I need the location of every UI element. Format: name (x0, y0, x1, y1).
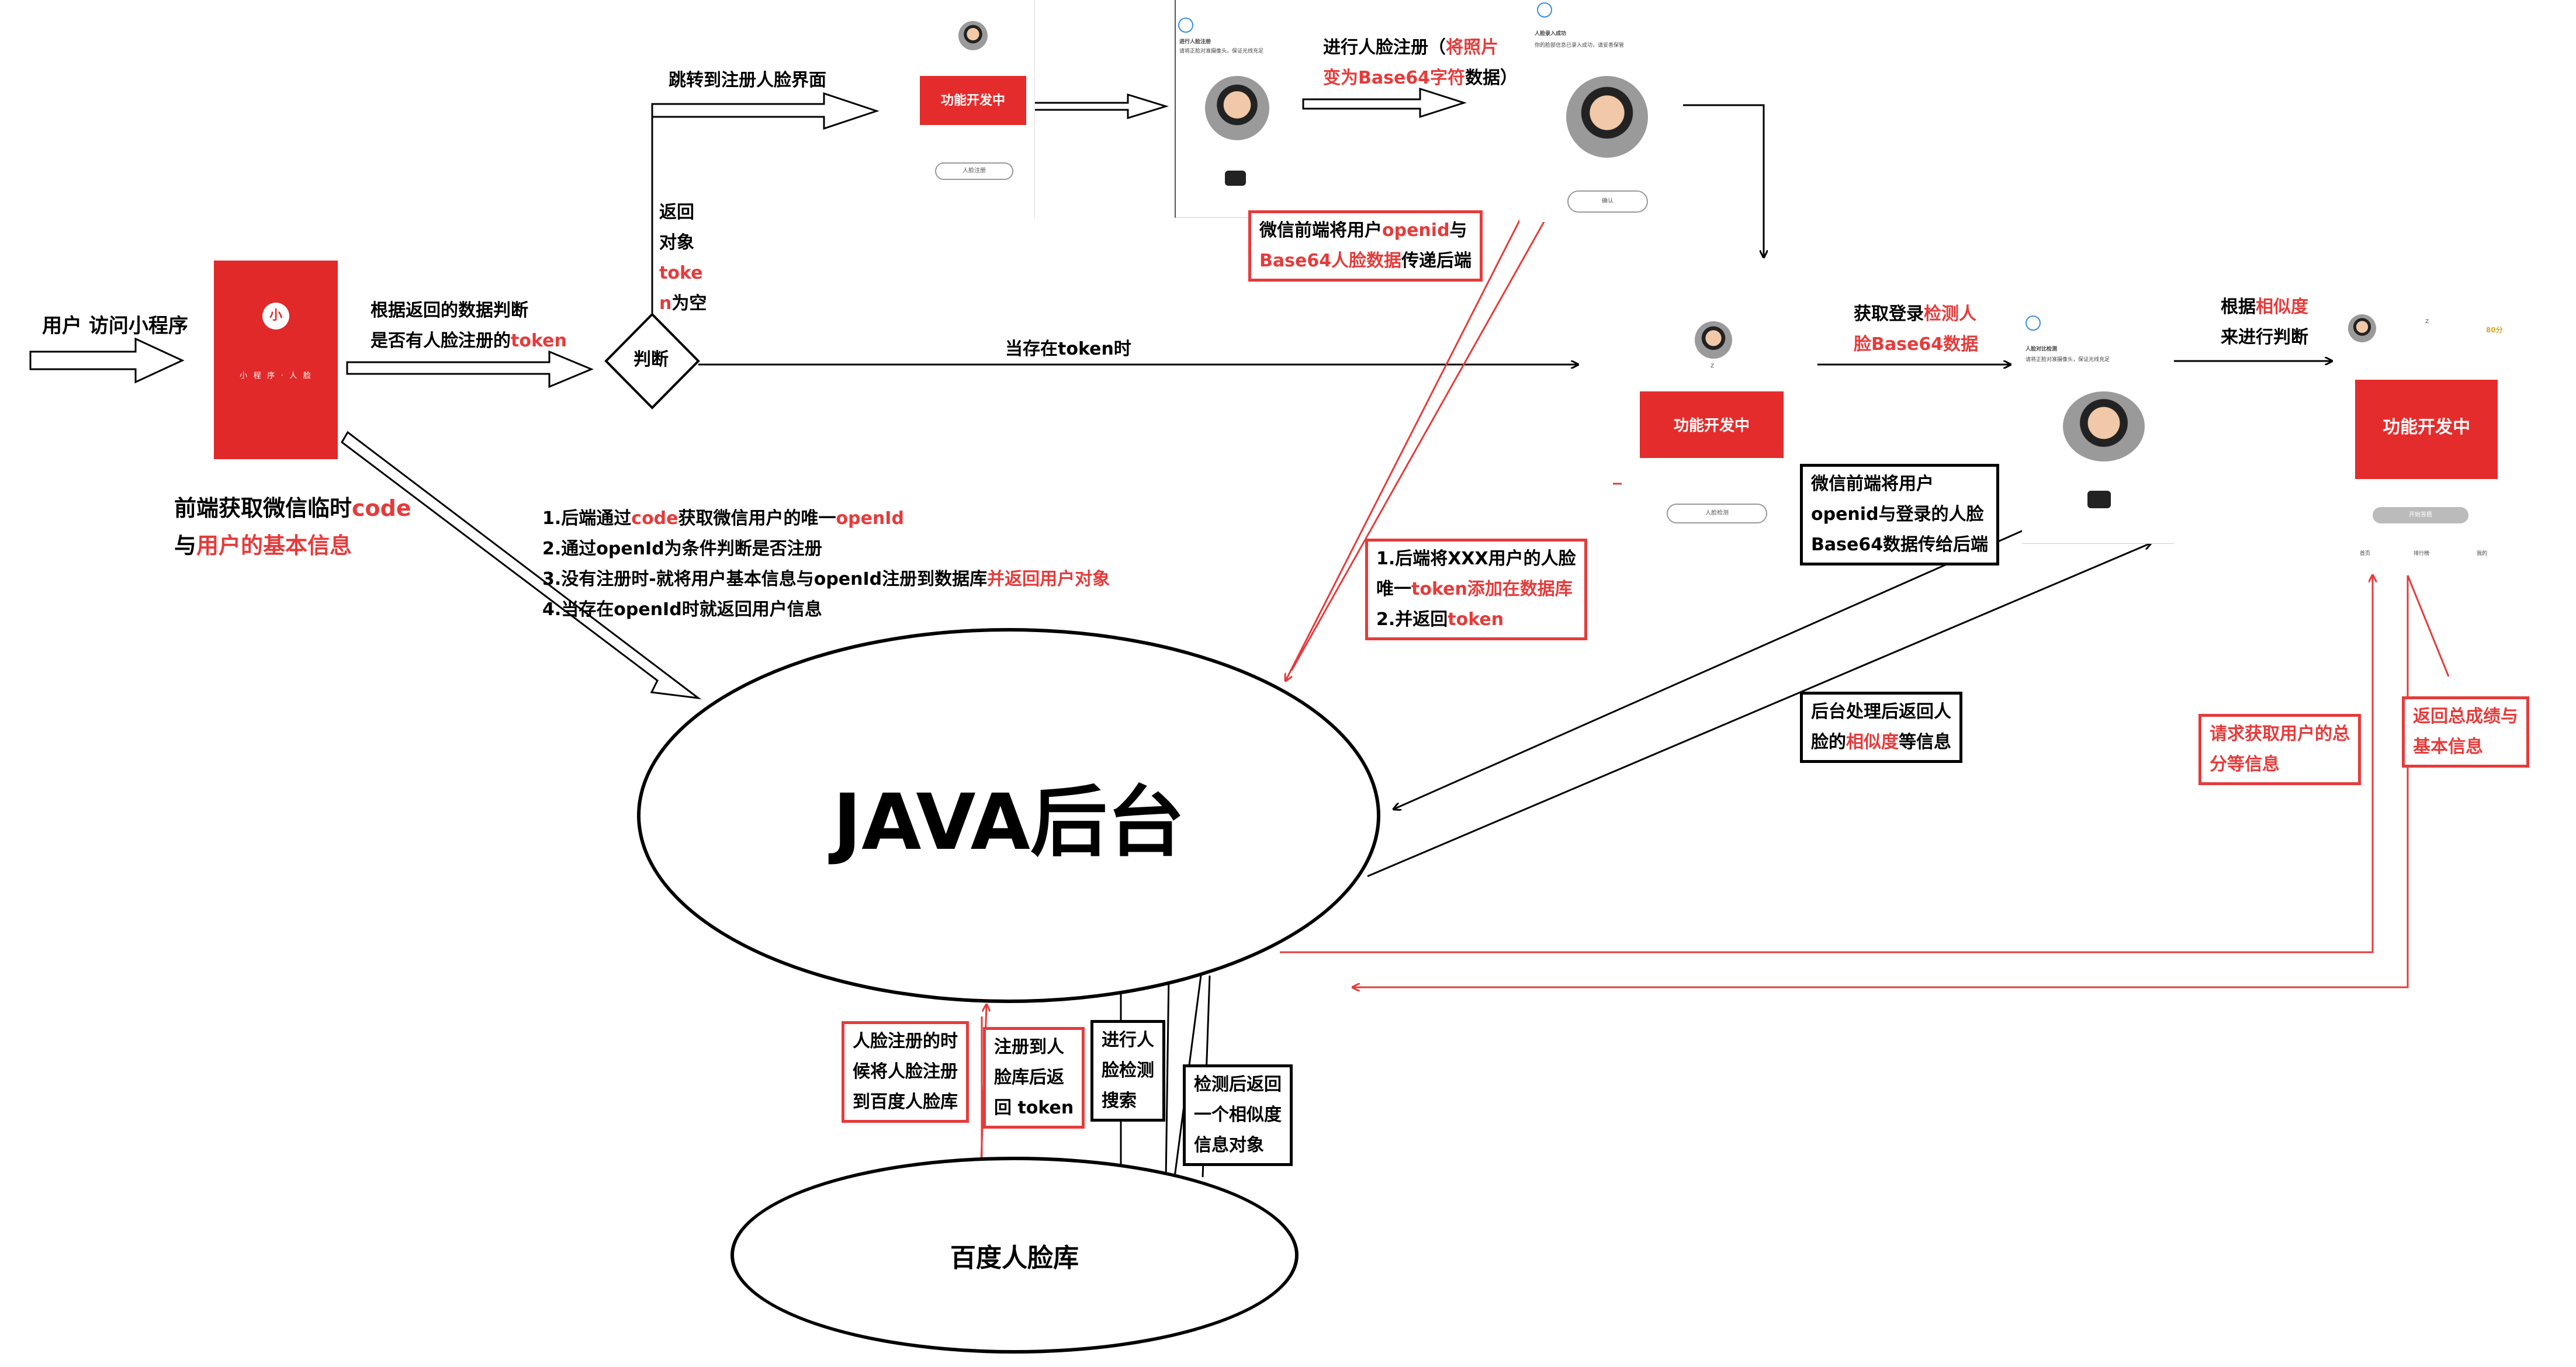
start-button[interactable]: 开始答题 (2373, 507, 2468, 523)
face-register-hint: 请将正脸对准摄像头，保证光线充足 (1179, 48, 1264, 54)
decision-diamond (604, 313, 700, 410)
request-score-box: 请求获取用户的总 分等信息 (2198, 714, 2361, 785)
face-search-box: 进行人 脸检测 搜索 (1090, 1020, 1165, 1122)
red-link (2407, 575, 2450, 677)
baidu-face-db-node: 百度人脸库 (730, 1157, 1299, 1354)
dev-card: 功能开发中 (920, 76, 1026, 125)
smile-icon (2026, 315, 2041, 331)
smile-icon (1537, 2, 1552, 18)
face-photo (1566, 76, 1648, 158)
decision-label: 判断 (633, 349, 669, 370)
face-register-screen: 进行人脸注册 请将正脸对准摄像头，保证光线充足 (1175, 0, 1299, 218)
red-wx-to-java (1286, 140, 1561, 681)
smile-icon (1178, 18, 1193, 33)
get-login-label: 获取登录检测人 脸Base64数据 (1854, 304, 1979, 355)
camera-icon[interactable] (1225, 171, 1246, 186)
frontend-get-label: 前端获取微信临时code 与用户的基本信息 (174, 495, 411, 558)
line-java-to-detect (1367, 543, 2151, 877)
judge-by-data-label: 根据返回的数据判断 是否有人脸注册的token (371, 300, 567, 351)
line-login-data-to-java (1394, 525, 2034, 809)
return-score-box: 返回总成绩与 基本信息 (2402, 696, 2529, 768)
launch-logo-text: 小 程 序 · 人 脸 (240, 372, 312, 380)
backend-steps: 1.后端通过code获取微信用户的唯一openId 2.通过openId为条件判… (542, 508, 1110, 620)
camera-icon[interactable] (2087, 491, 2111, 508)
nav-mine[interactable]: 我的 (2477, 551, 2488, 557)
user-name: Z (1711, 363, 1715, 369)
red-java-to-ok (1290, 193, 1560, 671)
register-screen: 功能开发中 人脸注册 (912, 0, 1035, 219)
user-name: Z (2425, 319, 2429, 325)
login-screen: Z 功能开发中 人脸检测 (1630, 275, 1806, 549)
face-photo (1205, 76, 1269, 140)
detect-return-box: 检测后返回 一个相似度 信息对象 (1183, 1064, 1293, 1166)
arrow-app-to-decision (346, 350, 594, 388)
line-java-to-baidu-a (1165, 975, 1170, 1181)
avatar (1695, 321, 1732, 359)
line-ok-to-login (1683, 104, 1764, 257)
face-photo (2063, 391, 2145, 462)
wx-openid-box: 微信前端将用户openid与 Base64人脸数据传递后端 (1248, 210, 1483, 282)
home-screen: Z 80分 功能开发中 开始答题 首页 排行榜 我的 (2338, 275, 2513, 573)
face-ok-title: 人脸录入成功 (1535, 31, 1567, 37)
face-detect-hint: 请将正脸对准摄像头，保证光线充足 (2026, 357, 2110, 363)
arrow-to-facereg (1027, 93, 1169, 120)
face-ok-screen: 人脸录入成功 你的脸部信息已录入成功，请妥善保管 确认 (1519, 0, 1666, 222)
arrow-app-to-java (341, 431, 702, 700)
avatar (2348, 314, 2376, 342)
login-button[interactable]: 人脸检测 (1667, 504, 1767, 523)
token-exists-label: 当存在token时 (1005, 339, 1131, 359)
jump-register-label: 跳转到注册人脸界面 (669, 70, 826, 91)
avatar (958, 21, 988, 50)
launch-screen: 小 小 程 序 · 人 脸 (214, 261, 338, 459)
user-visit-label: 用户 访问小程序 (42, 314, 188, 338)
arrow-jump-register (651, 92, 880, 130)
face-register-label: 进行人脸注册（将照片 变为Base64字符数据） (1323, 37, 1518, 88)
by-similarity-label: 根据相似度 来进行判断 (2221, 297, 2308, 348)
nav-rank[interactable]: 排行榜 (2414, 551, 2430, 557)
red-request-score (1280, 575, 2373, 953)
app-logo: 小 (262, 303, 289, 329)
face-ok-hint: 你的脸部信息已录入成功，请妥善保管 (1535, 43, 1625, 48)
face-detect-screen: 人脸对比检测 请将正脸对准摄像头，保证光线充足 (2022, 292, 2174, 544)
backend-token-box: 1.后端将XXX用户的人脸 唯一token添加在数据库 2.并返回token (1365, 539, 1587, 640)
login-to-backend-box: 微信前端将用户 openid与登录的人脸 Base64数据传给后端 (1800, 464, 2000, 565)
similarity-return-box: 后台处理后返回人 脸的相似度等信息 (1800, 692, 1962, 763)
confirm-button[interactable]: 确认 (1567, 190, 1648, 213)
arrow-facereg-to-ok (1302, 87, 1467, 119)
register-button[interactable]: 人脸注册 (935, 162, 1013, 180)
dev-card: 功能开发中 (1640, 391, 1784, 458)
face-detect-title: 人脸对比检测 (2026, 346, 2058, 352)
return-token-empty-label: 返回 对象 toke n为空 (659, 202, 707, 314)
dev-card: 功能开发中 (2355, 380, 2498, 479)
java-backend-node: JAVA后台 (637, 628, 1380, 1003)
face-register-title: 进行人脸注册 (1179, 39, 1211, 45)
nav-home[interactable]: 首页 (2360, 551, 2371, 557)
arrow-user-to-app (29, 337, 185, 384)
reg-return-token-box: 注册到人 脸库后返 回 token (983, 1027, 1085, 1129)
face-reg-baidu-box: 人脸注册的时 候将人脸注册 到百度人脸库 (842, 1021, 969, 1123)
score-value: 80分 (2486, 326, 2503, 334)
